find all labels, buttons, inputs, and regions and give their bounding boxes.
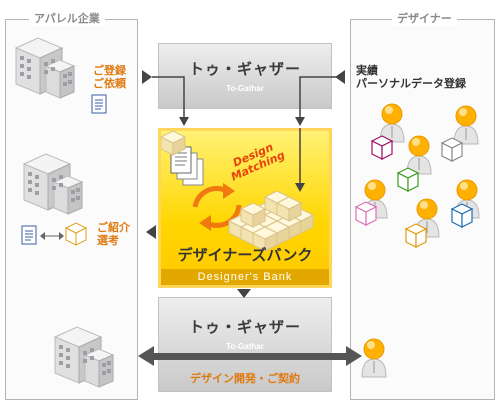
referral-line-2: 選考 xyxy=(97,234,119,247)
designer-person-2 xyxy=(453,105,479,145)
referral-label: ご紹介 選考 xyxy=(97,221,130,247)
designers-bank-subtitle: Designer's Bank xyxy=(161,269,329,285)
document-icon-1 xyxy=(91,94,107,114)
stacked-blocks-icon xyxy=(161,131,314,252)
doc-to-cube-arrow xyxy=(40,232,64,240)
arrow-line-left-down xyxy=(152,76,185,118)
achievements-label: 実績 パーソナルデータ登録 xyxy=(356,64,466,90)
referral-line-1: ご紹介 xyxy=(97,221,130,234)
colored-cubes xyxy=(354,135,474,248)
document-icon-2 xyxy=(21,225,37,245)
designers-bank-box: Design Matching デザイナーズバンク Designer's Ban… xyxy=(158,128,332,288)
arrow-bank-to-apparel xyxy=(146,225,156,239)
orange-cube-icon xyxy=(64,222,88,246)
designer-person-7 xyxy=(361,338,387,378)
togather-top-title: トゥ・ギャザー xyxy=(188,60,301,78)
development-label: デザイン開発・ご契約 xyxy=(190,372,300,385)
togather-bottom-subtitle: To-Gathar xyxy=(226,342,264,351)
bank-illustration xyxy=(161,131,314,252)
double-arrow-development xyxy=(138,346,362,366)
apparel-section-label: アパレル企業 xyxy=(29,10,105,26)
building-icon-2 xyxy=(23,153,83,215)
cycle-arrows-icon xyxy=(192,185,242,228)
togather-top-subtitle: To-Gathar xyxy=(226,84,264,93)
achievements-line-2: パーソナルデータ登録 xyxy=(356,77,466,90)
registration-line-2: ご依頼 xyxy=(93,77,126,90)
togather-top-box: トゥ・ギャザー To-Gathar xyxy=(158,43,332,109)
togather-bottom-box: トゥ・ギャザー To-Gathar デザイン開発・ご契約 xyxy=(158,297,332,392)
togather-bottom-title: トゥ・ギャザー xyxy=(188,318,301,336)
registration-label: ご登録 ご依頼 xyxy=(93,64,126,90)
achievements-line-1: 実績 xyxy=(356,64,378,77)
designer-section-label: デザイナー xyxy=(392,10,457,26)
designers-bank-title: デザイナーズバンク xyxy=(177,246,313,264)
arrow-designer-to-gathar xyxy=(335,70,345,84)
arrow-bank-to-bottom xyxy=(237,289,251,298)
arrow-line-right-down xyxy=(299,76,336,118)
designer-person-3 xyxy=(406,135,432,175)
building-icon-1 xyxy=(15,37,75,99)
registration-line-1: ご登録 xyxy=(93,64,126,77)
building-icon-3 xyxy=(54,326,114,388)
arrow-apparel-to-gathar xyxy=(142,70,152,84)
